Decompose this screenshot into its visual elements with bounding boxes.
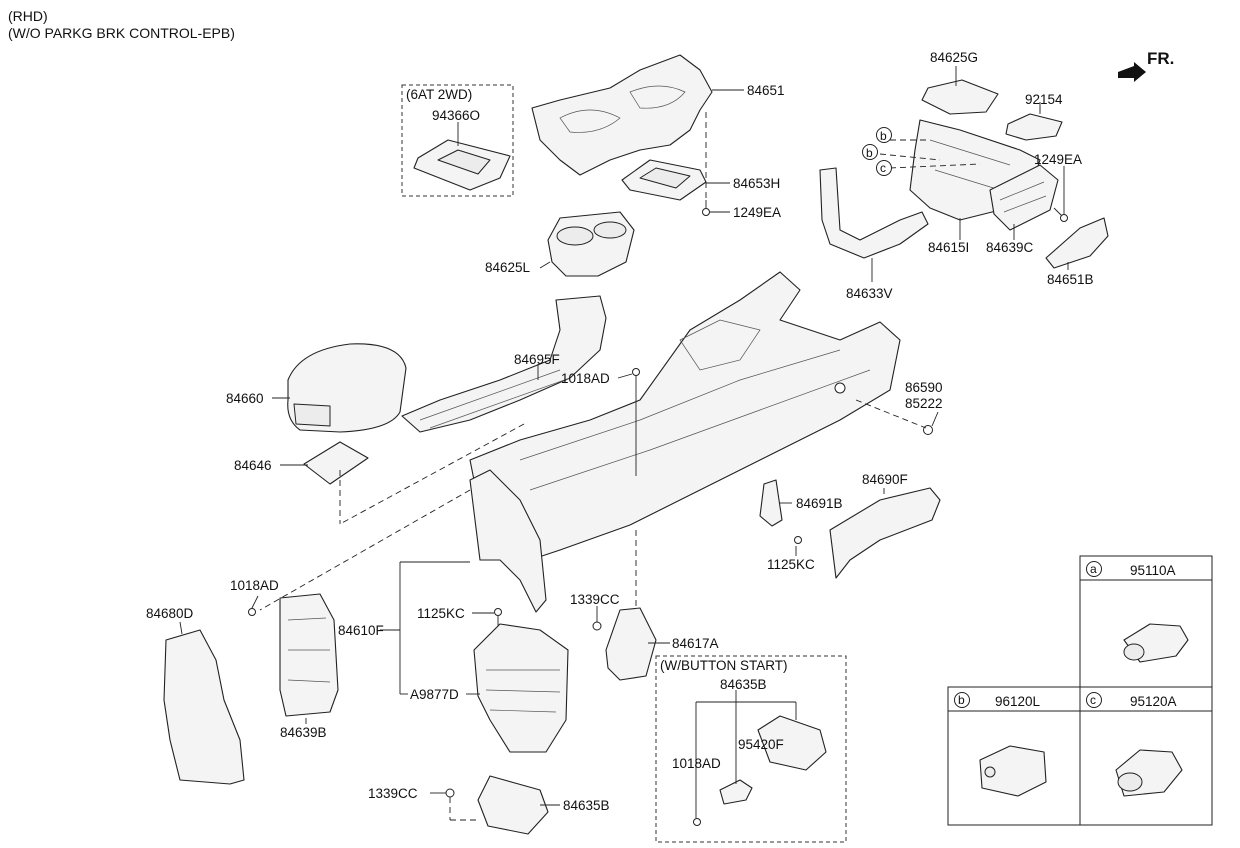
label-1018ad-box: 1018AD — [672, 756, 721, 771]
group-label-6at: (6AT 2WD) — [406, 87, 472, 102]
part-1339cc-nut-lower — [445, 788, 455, 798]
legend-b: b 96120L — [954, 692, 1047, 797]
label-84625g: 84625G — [930, 50, 978, 65]
label-1339cc: 1339CC — [570, 592, 620, 607]
part-1125kc-screw-right — [794, 536, 802, 544]
label-1018ad-center: 1018AD — [561, 371, 610, 386]
part-84653h — [621, 159, 707, 201]
part-84660 — [287, 343, 407, 433]
leader-lines — [179, 66, 1069, 821]
part-95420f — [719, 779, 753, 805]
svg-text:c: c — [880, 161, 886, 175]
part-1018ad-screw-box — [693, 818, 701, 826]
part-86590-bolt — [923, 425, 933, 435]
group-box-button-start — [655, 655, 847, 843]
label-1249ea-right: 1249EA — [1034, 152, 1082, 167]
legend-table: a 95110A b 96120L c 95120A — [947, 555, 1213, 826]
label-84651: 84651 — [747, 83, 785, 98]
circle-marker-c: c — [876, 160, 892, 176]
part-95110a — [1123, 623, 1189, 663]
svg-text:b: b — [880, 129, 887, 143]
label-84680d: 84680D — [146, 606, 194, 621]
part-84680d — [163, 629, 245, 785]
svg-text:c: c — [1090, 693, 1096, 707]
label-84639b: 84639B — [280, 725, 327, 740]
part-84625g — [921, 79, 999, 115]
part-84617a — [605, 607, 657, 681]
label-1125kc-right: 1125KC — [767, 557, 815, 572]
part-84651b — [1045, 217, 1109, 269]
label-86590: 86590 — [905, 380, 943, 395]
label-95420f: 95420F — [738, 737, 784, 752]
front-label: FR. — [1147, 49, 1174, 68]
label-84635b-lower: 84635B — [563, 798, 610, 813]
part-84635b-upper — [757, 715, 827, 771]
part-84610f — [469, 469, 547, 613]
group-label-button-start: (W/BUTTON START) — [660, 658, 788, 673]
part-1339cc-nut — [592, 621, 602, 631]
label-84690f: 84690F — [862, 472, 908, 487]
label-84653h: 84653H — [733, 176, 780, 191]
label-84617a: 84617A — [672, 636, 719, 651]
legend-c-part: 95120A — [1130, 694, 1177, 709]
part-84635b-lower — [477, 775, 549, 835]
part-84625l — [547, 211, 635, 277]
header-option: (W/O PARKG BRK CONTROL-EPB) — [8, 25, 235, 41]
label-1125kc-center: 1125KC — [417, 606, 465, 621]
part-84691b — [759, 479, 783, 527]
part-1249ea-screw — [702, 200, 710, 216]
part-console-body — [469, 271, 901, 561]
part-95120a — [1115, 749, 1183, 797]
circle-marker-b1: b — [876, 127, 892, 143]
part-84639c — [989, 164, 1059, 231]
label-1018ad-left: 1018AD — [230, 578, 279, 593]
svg-text:a: a — [1090, 562, 1097, 576]
front-arrow-icon — [1118, 62, 1146, 82]
part-84639b — [279, 593, 339, 717]
label-84695f: 84695F — [514, 352, 560, 367]
part-92154 — [1005, 106, 1063, 141]
legend-c: c 95120A — [1086, 692, 1183, 797]
part-84633v — [819, 167, 929, 259]
label-84691b: 84691B — [796, 496, 843, 511]
circle-marker-b2: b — [862, 144, 878, 160]
label-84639c: 84639C — [986, 240, 1034, 255]
part-96120l — [979, 745, 1047, 797]
header-rhd: (RHD) — [8, 8, 48, 24]
part-94366o — [413, 139, 511, 191]
label-85222: 85222 — [905, 396, 943, 411]
svg-text:b: b — [866, 146, 873, 160]
label-94366o: 94366O — [432, 108, 480, 123]
legend-a: a 95110A — [1086, 561, 1189, 663]
part-84690f — [829, 487, 941, 579]
part-1249ea-screw-right — [1053, 207, 1068, 222]
svg-text:b: b — [958, 693, 965, 707]
label-84633v: 84633V — [846, 286, 893, 301]
label-84660: 84660 — [226, 391, 264, 406]
label-84651b: 84651B — [1047, 272, 1094, 287]
label-1249ea: 1249EA — [733, 205, 781, 220]
label-a9877d: A9877D — [410, 687, 459, 702]
label-92154: 92154 — [1025, 92, 1063, 107]
part-84646 — [303, 441, 369, 485]
label-84615i: 84615I — [928, 240, 969, 255]
label-84625l: 84625L — [485, 260, 531, 275]
label-1339cc-lower: 1339CC — [368, 786, 418, 801]
part-84695f — [401, 295, 607, 433]
part-labels: 84651 94366O 84653H 1249EA 84625L 84625G… — [146, 50, 1094, 813]
part-1018ad-bolt-left — [248, 608, 256, 616]
label-84646: 84646 — [234, 458, 272, 473]
legend-a-part: 95110A — [1130, 563, 1176, 578]
group-box-6at — [401, 84, 514, 197]
part-a9877d — [473, 623, 569, 753]
label-84610f: 84610F — [338, 623, 384, 638]
part-1018ad-bolt-center — [632, 368, 640, 476]
label-84635b-upper: 84635B — [720, 677, 767, 692]
part-84651 — [531, 54, 713, 176]
legend-b-part: 96120L — [995, 694, 1041, 709]
